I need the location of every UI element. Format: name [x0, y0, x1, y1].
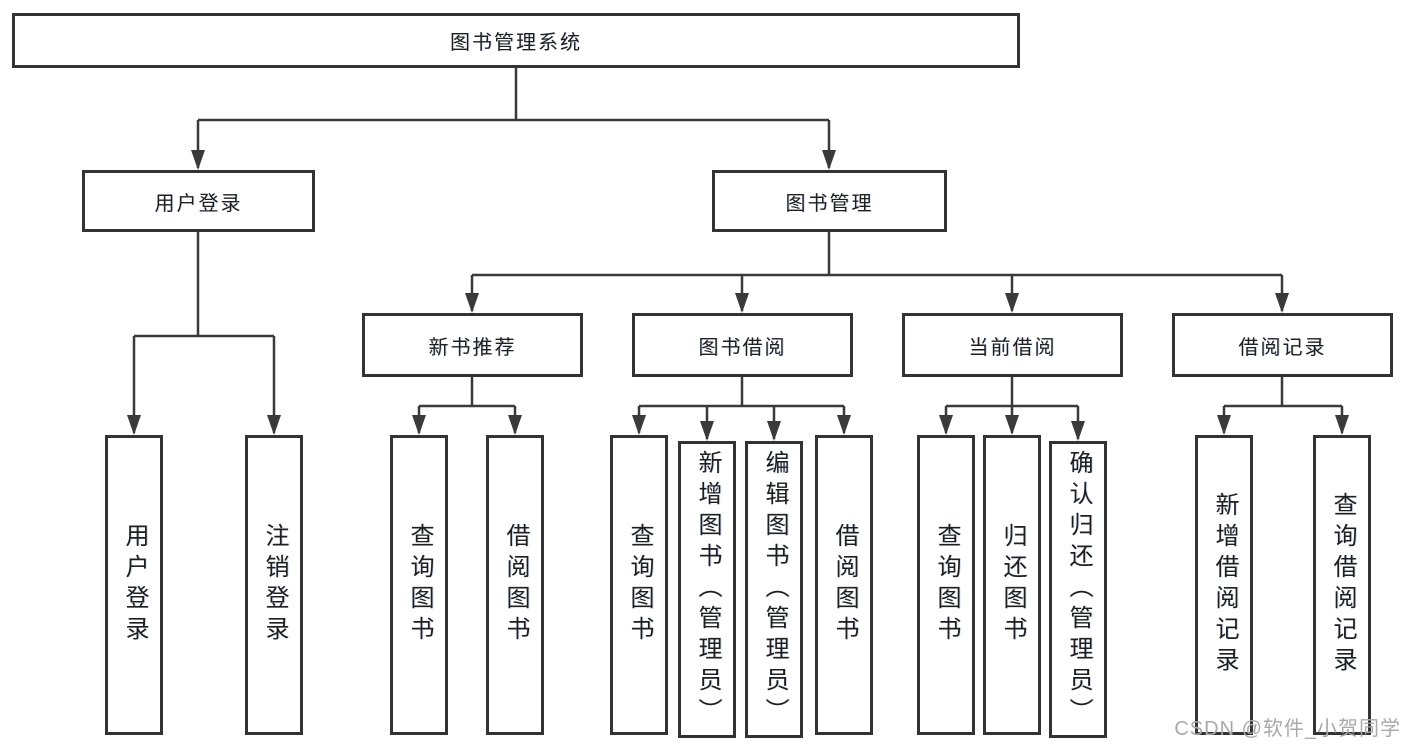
leaf-add-borrow-record: 新增借阅记录	[1195, 435, 1253, 735]
leaf-confirm-return-admin: 确认归还（管理员）	[1049, 441, 1107, 738]
leaf-label: 借阅图书	[502, 523, 529, 647]
leaf-borrow-books-recommend: 借阅图书	[486, 435, 544, 735]
leaf-user-login: 用户登录	[105, 435, 163, 735]
node-borrowing-records: 借阅记录	[1172, 313, 1393, 377]
leaf-add-books-admin: 新增图书（管理员）	[678, 441, 736, 738]
node-book-borrowing: 图书借阅	[632, 313, 853, 377]
leaf-query-borrow-record: 查询借阅记录	[1313, 435, 1371, 735]
leaf-label: 查询借阅记录	[1329, 492, 1356, 678]
node-current-borrowing: 当前借阅	[902, 313, 1123, 377]
leaf-query-books-borrowing: 查询图书	[610, 435, 668, 735]
csdn-watermark: CSDN @软件_小贺同学	[1174, 718, 1401, 740]
leaf-label: 用户登录	[121, 523, 148, 647]
leaf-return-books: 归还图书	[983, 435, 1041, 735]
leaf-label: 注销登录	[261, 523, 288, 647]
arrowheads	[127, 150, 1349, 441]
node-new-book-recommendation: 新书推荐	[362, 313, 583, 377]
leaf-query-books-recommend: 查询图书	[390, 435, 448, 735]
node-book-management-branch: 图书管理	[712, 170, 947, 232]
leaf-label: 新增借阅记录	[1211, 492, 1238, 678]
leaf-label: 查询图书	[626, 523, 653, 647]
leaf-label: 确认归还（管理员）	[1065, 450, 1092, 729]
node-library-management-system: 图书管理系统	[12, 13, 1020, 68]
leaf-logout: 注销登录	[245, 435, 303, 735]
node-user-login-branch: 用户登录	[82, 170, 315, 232]
leaf-label: 新增图书（管理员）	[694, 450, 721, 729]
leaf-query-books-current: 查询图书	[917, 435, 975, 735]
leaf-borrow-books: 借阅图书	[815, 435, 873, 735]
leaf-edit-books-admin: 编辑图书（管理员）	[745, 441, 803, 738]
leaf-label: 查询图书	[933, 523, 960, 647]
leaf-label: 归还图书	[999, 523, 1026, 647]
leaf-label: 查询图书	[406, 523, 433, 647]
leaf-label: 编辑图书（管理员）	[761, 450, 788, 729]
leaf-label: 借阅图书	[831, 523, 858, 647]
